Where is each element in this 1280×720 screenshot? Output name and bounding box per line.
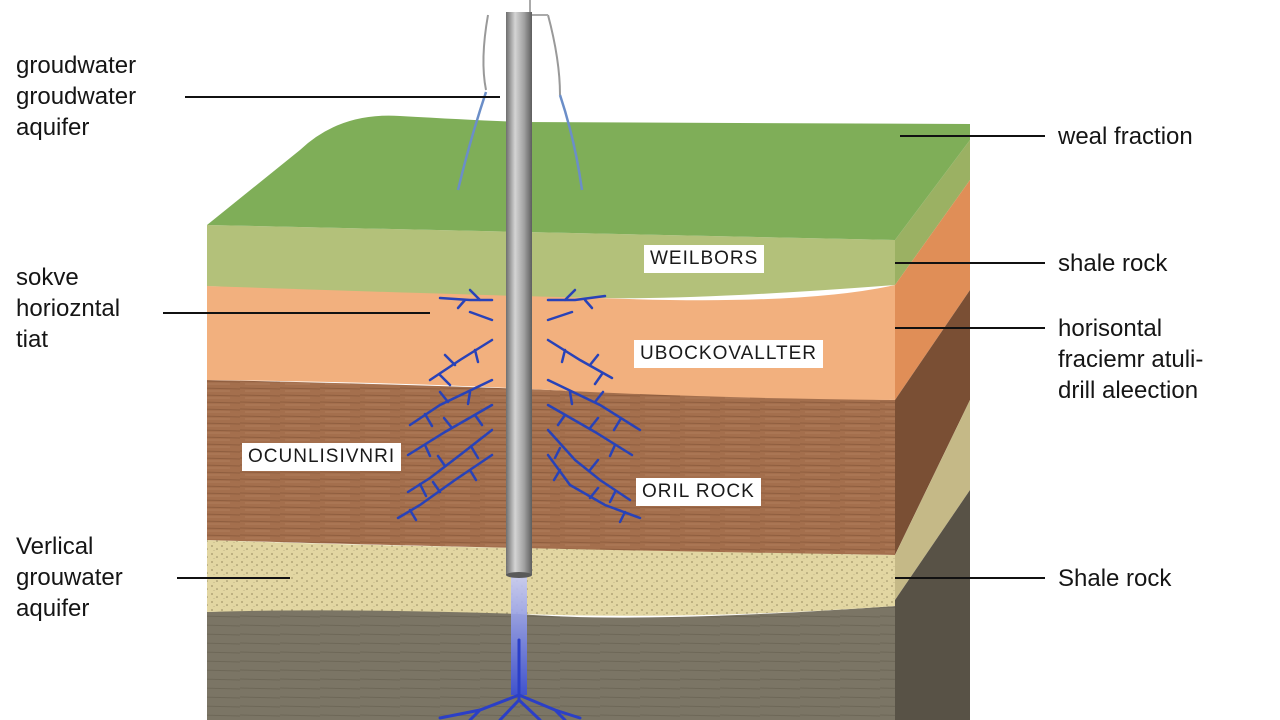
injection-beam <box>438 575 582 720</box>
label-horizontal-drill-section: horisontal fraciemr atuli- drill aleecti… <box>1058 315 1204 404</box>
tag-oril-rock: ORIL ROCK <box>636 478 761 506</box>
label-vertical-groundwater-aquifer: Verlical grouwater aquifer <box>16 533 123 622</box>
hoist-cables <box>456 0 584 191</box>
label-groundwater-aquifer: groudwater groudwater aquifer <box>16 52 137 141</box>
fracture-network <box>396 288 642 524</box>
layer-light-green <box>207 225 895 299</box>
label-weal-fraction: weal fraction <box>1058 123 1193 150</box>
block-side-face <box>895 140 970 720</box>
label-solve-horizontal: sokve horiozntal tiat <box>16 264 121 353</box>
label-shale-rock-upper: shale rock <box>1058 250 1168 277</box>
layer-gray-rock <box>207 606 895 720</box>
leader-lines <box>163 96 1045 579</box>
tag-uboc: UBOCKOVALLTER <box>634 340 824 368</box>
layer-brown-shale <box>207 380 895 555</box>
layer-sand-aquifer <box>207 540 895 616</box>
tag-ocun: OCUNLISIVNRI <box>242 443 402 471</box>
label-shale-rock-lower: Shale rock <box>1058 565 1172 592</box>
surface-top <box>207 115 970 240</box>
tag-wellbore: WEILBORS <box>644 245 765 273</box>
wellbore-pipe <box>506 12 532 578</box>
